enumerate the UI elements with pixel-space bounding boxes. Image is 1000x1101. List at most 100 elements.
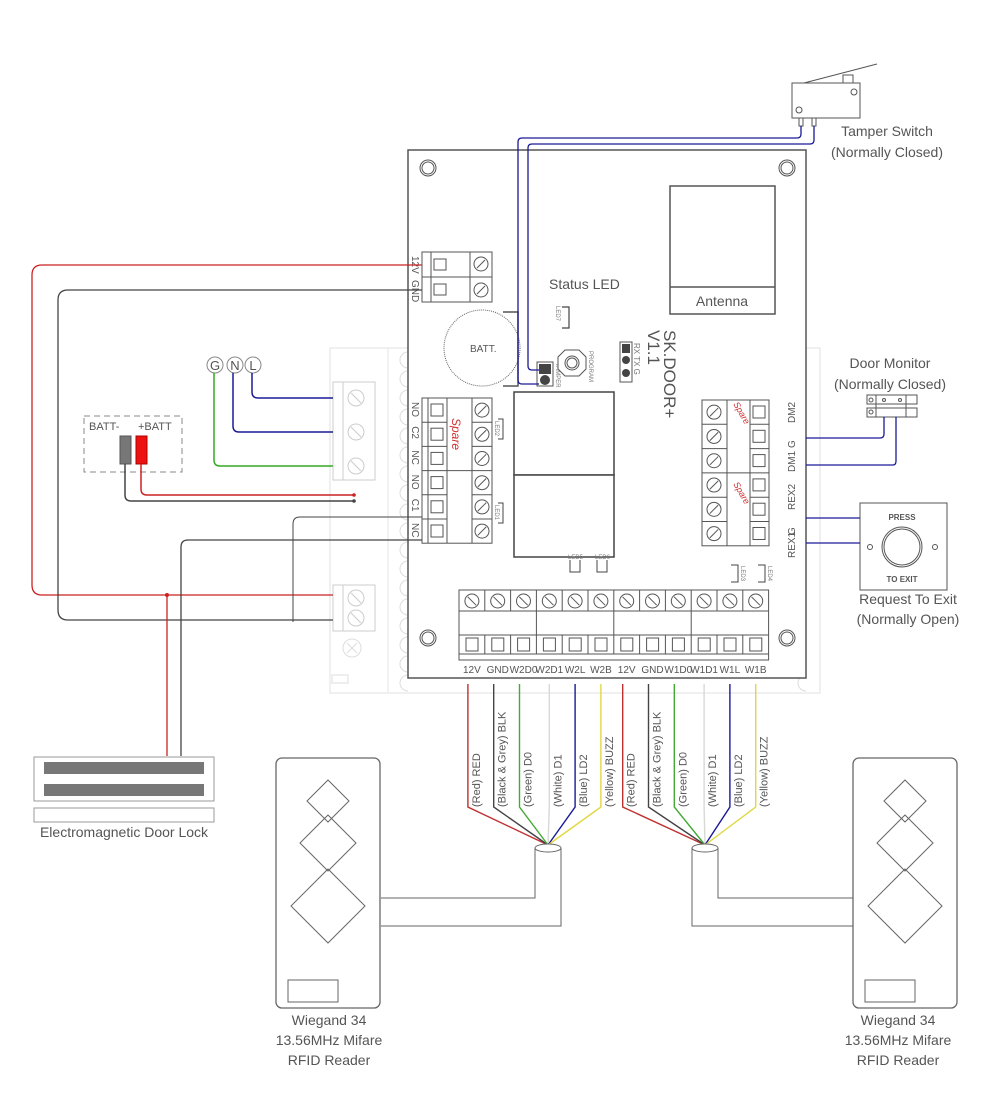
reader-terminal-label: W1D1 <box>690 665 718 676</box>
scallop <box>399 370 409 388</box>
reader-wire <box>547 684 602 846</box>
mains-label-l: L <box>249 358 256 373</box>
status-led <box>562 306 570 329</box>
led4-label: LED4 <box>766 566 772 582</box>
serial-header <box>619 341 633 383</box>
scallop <box>399 427 409 445</box>
reader-wire <box>647 684 706 846</box>
input-terminal-label: DM2 <box>787 401 798 423</box>
reader-wire <box>622 684 706 846</box>
reader-terminal-label: W1B <box>745 665 767 676</box>
reader-left-line1: Wiegand 34 <box>292 1012 367 1028</box>
relay-2 <box>513 391 615 476</box>
input-terminal-label: REX1 <box>787 531 798 558</box>
scallop <box>399 560 409 578</box>
scallop <box>399 465 409 483</box>
led1-label: LED1 <box>493 505 499 521</box>
battery-neg-label: BATT- <box>89 421 120 433</box>
door-lock-label: Electromagnetic Door Lock <box>40 824 209 840</box>
cable-left <box>381 848 562 927</box>
exit-button-bottom-label: TO EXIT <box>887 575 918 584</box>
mains-terminal-block <box>332 381 376 481</box>
door-monitor-title: Door Monitor <box>850 355 931 371</box>
relay-1 <box>513 474 615 558</box>
status-led-label: Status LED <box>549 276 620 292</box>
scallop <box>399 598 409 616</box>
reader-terminal-label: W2D0 <box>510 665 538 676</box>
reader-terminal-label: 12V <box>618 665 636 676</box>
scallop <box>399 351 409 369</box>
door-monitor-sensor <box>866 394 918 418</box>
door-lock <box>33 756 215 823</box>
reader-terminal-label: W2D1 <box>535 665 563 676</box>
rfid-reader-right <box>852 757 958 1009</box>
power-terminal <box>421 251 493 303</box>
wire-door-monitor-2 <box>806 417 897 466</box>
scallop <box>399 674 409 692</box>
led6-indicator <box>596 560 608 573</box>
scallop <box>399 541 409 559</box>
spare-label-relay: Spare <box>449 418 463 450</box>
battery-pos-label: +BATT <box>138 421 172 433</box>
reader-wire-label: (Green) D0 <box>677 752 689 807</box>
led3-label: LED3 <box>739 566 745 582</box>
mount-holes <box>419 159 796 647</box>
scallop <box>399 503 409 521</box>
wire-live <box>251 373 333 399</box>
rex-title: Request To Exit <box>859 591 957 607</box>
scallop <box>399 484 409 502</box>
led5-label: LED5 <box>568 555 584 561</box>
reader-right-line3: RFID Reader <box>857 1052 940 1068</box>
relay-terminal-label: C1 <box>409 499 420 512</box>
program-label: PROGRAM <box>587 351 593 382</box>
wire-battery-neg <box>124 464 354 502</box>
rfid-reader-left <box>275 757 381 1009</box>
tamper-pin-2 <box>540 375 550 385</box>
reader-left-line2: 13.56MHz Mifare <box>276 1032 383 1048</box>
scallop <box>399 408 409 426</box>
reader-right-line2: 13.56MHz Mifare <box>845 1032 952 1048</box>
reader-wire <box>518 684 549 846</box>
reader-terminal-label: W2B <box>590 665 612 676</box>
reader-wire <box>547 684 576 846</box>
led3-indicator <box>731 564 739 583</box>
cable-end <box>691 843 719 853</box>
input-terminal-label: G <box>787 527 798 535</box>
wire-12v-loop <box>31 264 422 596</box>
reader-wire-label: (White) D1 <box>707 754 719 807</box>
led5-indicator <box>569 560 581 573</box>
reader-wire-label: (Yellow) BUZZ <box>604 736 616 807</box>
antenna-label: Antenna <box>696 293 748 309</box>
reader-right-line1: Wiegand 34 <box>861 1012 936 1028</box>
tamper-switch <box>791 63 878 127</box>
input-terminal-label: DM1 <box>787 450 798 472</box>
tamper-pin-1 <box>539 364 551 374</box>
reader-wire <box>493 684 549 846</box>
reader-wire <box>547 684 550 846</box>
battery-neg-node <box>352 499 356 503</box>
reader-terminal-label: 12V <box>463 665 481 676</box>
reader-wire <box>703 684 706 846</box>
scallop <box>399 636 409 654</box>
reader-wire-label: (Red) RED <box>626 753 638 807</box>
exit-button-top-label: PRESS <box>888 513 916 522</box>
exit-button-face <box>867 526 938 568</box>
wire-ground <box>213 373 333 467</box>
relay-terminal-label: NO <box>409 475 420 490</box>
input-terminal-block <box>701 399 770 547</box>
wire-tamper-2 <box>527 126 815 371</box>
lock-pos-node <box>165 593 169 597</box>
led4-indicator <box>758 564 766 583</box>
wire-lock-neg <box>180 539 422 756</box>
wire-relay-c1 <box>292 516 422 622</box>
relay-terminal-label: NO <box>409 402 420 417</box>
wire-tamper-1 <box>517 126 802 385</box>
battery-label: BATT. <box>470 344 496 355</box>
led2-indicator <box>498 418 504 440</box>
relay-terminal-block <box>421 397 493 544</box>
scallop <box>399 522 409 540</box>
relay-terminal-label: C2 <box>409 426 420 439</box>
input-terminal-label: REX2 <box>787 483 798 510</box>
relay-terminal-label: NC <box>409 450 420 464</box>
scallop <box>399 617 409 635</box>
